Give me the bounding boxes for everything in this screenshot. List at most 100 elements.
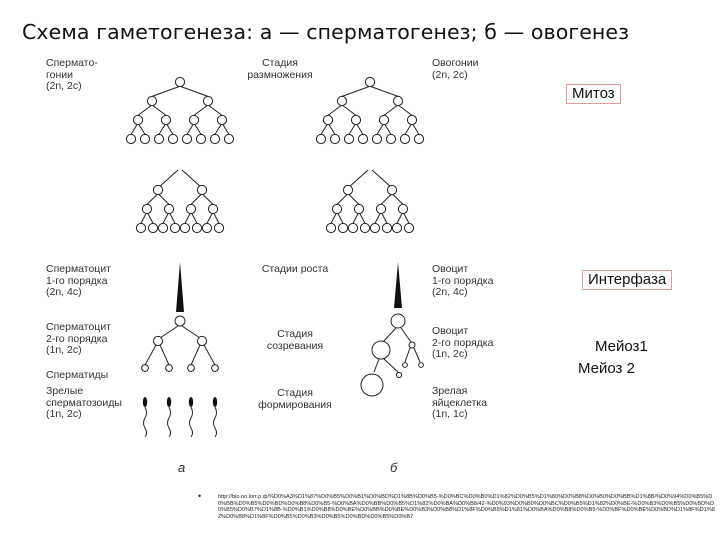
- cell: [202, 95, 214, 107]
- footer-bullet: •: [198, 491, 202, 501]
- cell: [359, 222, 371, 234]
- cell: [386, 184, 398, 196]
- phase-interphase: Интерфаза: [582, 270, 673, 290]
- connector-line: [413, 347, 421, 363]
- connector-line: [130, 124, 138, 135]
- connector-line: [169, 213, 176, 224]
- connector-line: [341, 86, 370, 97]
- spermatogenesis-tree: [125, 76, 235, 234]
- connector-line: [151, 86, 180, 97]
- cell: [331, 203, 343, 215]
- cell: [181, 133, 193, 145]
- cell: [139, 133, 151, 145]
- cell: [169, 222, 181, 234]
- label-oocyte-2: Овоцит 2-го порядка (1n, 2c): [432, 325, 494, 360]
- cell: [337, 222, 349, 234]
- cell: [163, 203, 175, 215]
- connector-line: [327, 105, 342, 116]
- mature-egg-cell: [360, 373, 384, 397]
- connector-line: [381, 213, 388, 224]
- connector-line: [384, 124, 392, 135]
- phase-meiosis-2: Мейоз 2: [578, 360, 635, 377]
- cell: [350, 114, 362, 126]
- connector-line: [213, 213, 220, 224]
- connector-line: [404, 347, 411, 363]
- cell: [135, 222, 147, 234]
- connector-line: [206, 213, 213, 224]
- connector-line: [180, 86, 209, 97]
- label-spermatocyte-1: Сперматоцит 1-го порядка (2n, 4c): [46, 263, 111, 298]
- cell: [191, 222, 203, 234]
- spermatid-cell: [141, 364, 149, 372]
- label-maturation-stage: Стадия созревания: [266, 328, 324, 352]
- connector-line: [412, 124, 420, 135]
- cell: [167, 133, 179, 145]
- connector-line: [140, 213, 147, 224]
- cell: [216, 114, 228, 126]
- connector-line: [214, 124, 222, 135]
- phase-meiosis-1: Мейоз1: [595, 338, 648, 355]
- connector-line: [403, 213, 410, 224]
- connector-line: [383, 358, 399, 373]
- cell: [375, 203, 387, 215]
- connector-line: [138, 124, 146, 135]
- cell: [196, 184, 208, 196]
- source-url[interactable]: http://bio.no.lorr.p.ф/%D0%A3%D1%87%D0%B…: [218, 494, 715, 521]
- cell: [125, 133, 137, 145]
- connector-line: [336, 194, 348, 205]
- label-mature-sperm: Зрелые сперматозоиды (1n, 2c): [46, 385, 122, 420]
- connector-line: [147, 213, 154, 224]
- connector-line: [137, 105, 152, 116]
- cell: [353, 203, 365, 215]
- cell: [369, 222, 381, 234]
- cell: [188, 114, 200, 126]
- cell: [371, 133, 383, 145]
- connector-line: [330, 213, 337, 224]
- cell: [195, 133, 207, 145]
- connector-line: [328, 124, 336, 135]
- diagram-letter-b: б: [390, 460, 398, 475]
- connector-line: [203, 344, 216, 366]
- label-oocyte-1: Овоцит 1-го порядка (2n, 4c): [432, 263, 494, 298]
- connector-line: [166, 124, 174, 135]
- cell: [413, 133, 425, 145]
- connector-line: [190, 194, 202, 205]
- label-spermatocyte-2: Сперматоцит 2-го порядка (1n, 2c): [46, 321, 111, 356]
- connector-line: [157, 169, 179, 189]
- cell: [157, 222, 169, 234]
- sperm-head: [166, 397, 172, 407]
- connector-line: [184, 213, 191, 224]
- polar-body: [395, 371, 403, 379]
- cell: [403, 222, 415, 234]
- cell: [325, 222, 337, 234]
- cell: [213, 222, 225, 234]
- cell: [141, 203, 153, 215]
- cell: [343, 133, 355, 145]
- cell: [399, 133, 411, 145]
- connector-line: [342, 105, 357, 116]
- sperm-head: [212, 397, 218, 407]
- cell: [322, 114, 334, 126]
- connector-line: [373, 358, 380, 373]
- connector-line: [382, 327, 397, 343]
- polar-body: [418, 362, 424, 368]
- label-oogonia: Овогонии (2n, 2c): [432, 57, 479, 81]
- label-formation-stage: Стадия формирования: [258, 387, 332, 411]
- growth-spike-left: [176, 262, 184, 312]
- cell: [397, 203, 409, 215]
- oocyte-1-cell: [390, 313, 406, 329]
- connector-line: [194, 124, 202, 135]
- connector-line: [396, 213, 403, 224]
- connector-line: [191, 213, 198, 224]
- cell: [201, 222, 213, 234]
- connector-line: [146, 194, 158, 205]
- connector-line: [398, 105, 413, 116]
- cell: [378, 114, 390, 126]
- connector-line: [400, 327, 412, 343]
- cell: [385, 133, 397, 145]
- cell: [336, 95, 348, 107]
- cell: [147, 222, 159, 234]
- slide-title: Схема гаметогенеза: а — сперматогенез; б…: [22, 20, 630, 44]
- cell: [160, 114, 172, 126]
- sperm-head: [142, 397, 148, 407]
